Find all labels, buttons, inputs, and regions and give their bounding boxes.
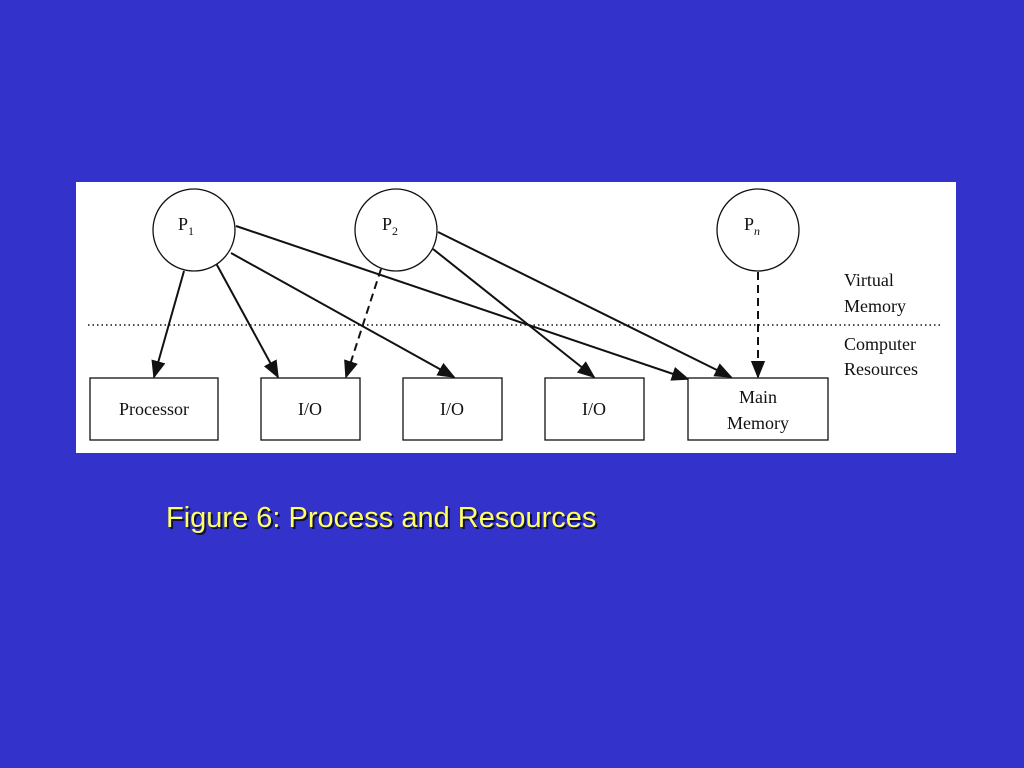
- resource-io-1: I/O: [260, 377, 361, 441]
- process-resource-diagram: P1 P2 Pn Processor: [76, 182, 956, 453]
- resource-label-main-memory-line1: Main: [739, 387, 777, 407]
- process-circle-pn: [716, 188, 800, 272]
- resource-label-processor: Processor: [119, 399, 189, 419]
- edge-p2-to-main-memory: [437, 231, 733, 378]
- process-subscript-p2: 2: [392, 224, 398, 238]
- process-subscript-pn: n: [754, 224, 760, 238]
- figure-caption: Figure 6: Process and Resources: [166, 502, 597, 534]
- resource-box-io-2: [402, 377, 503, 441]
- process-circle-p2: [354, 188, 438, 272]
- process-node-pn: Pn: [716, 188, 800, 272]
- resource-main-memory: Main Memory: [687, 377, 829, 441]
- process-label-pn: Pn: [744, 214, 760, 238]
- resource-box-processor: [89, 377, 219, 441]
- process-node-p1: P1: [152, 188, 236, 272]
- resource-io-3: I/O: [544, 377, 645, 441]
- resource-label-io-1: I/O: [298, 399, 322, 419]
- zone-label-virtual-line1: Virtual: [844, 270, 894, 290]
- resource-box-io-3: [544, 377, 645, 441]
- resource-box-io-1: [260, 377, 361, 441]
- edge-p1-to-main-memory: [235, 225, 690, 381]
- process-node-p2: P2: [354, 188, 438, 272]
- process-letter-p2: P: [382, 214, 392, 234]
- edge-p1-to-io2: [230, 252, 456, 378]
- process-label-p1: P1: [178, 214, 194, 238]
- resource-label-io-2: I/O: [440, 399, 464, 419]
- process-label-p2: P2: [382, 214, 398, 238]
- resource-processor: Processor: [89, 377, 219, 441]
- diagram-canvas: P1 P2 Pn Processor: [88, 188, 942, 441]
- edge-p1-to-io1: [210, 253, 279, 379]
- zone-label-computer-line2: Resources: [844, 359, 918, 379]
- process-circle-p1: [152, 188, 236, 272]
- resource-io-2: I/O: [402, 377, 503, 441]
- zone-label-computer-line1: Computer: [844, 334, 916, 354]
- resource-label-main-memory-line2: Memory: [727, 413, 789, 433]
- edges-group: [151, 225, 766, 381]
- zone-label-virtual-line2: Memory: [844, 296, 906, 316]
- edge-p2-to-io3: [432, 248, 596, 379]
- process-letter-pn: P: [744, 214, 754, 234]
- resource-box-main-memory: [687, 377, 829, 441]
- process-subscript-p1: 1: [188, 224, 194, 238]
- edge-p2-to-io1: [344, 268, 382, 379]
- resource-label-io-3: I/O: [582, 399, 606, 419]
- edge-p1-to-processor: [151, 270, 185, 379]
- process-letter-p1: P: [178, 214, 188, 234]
